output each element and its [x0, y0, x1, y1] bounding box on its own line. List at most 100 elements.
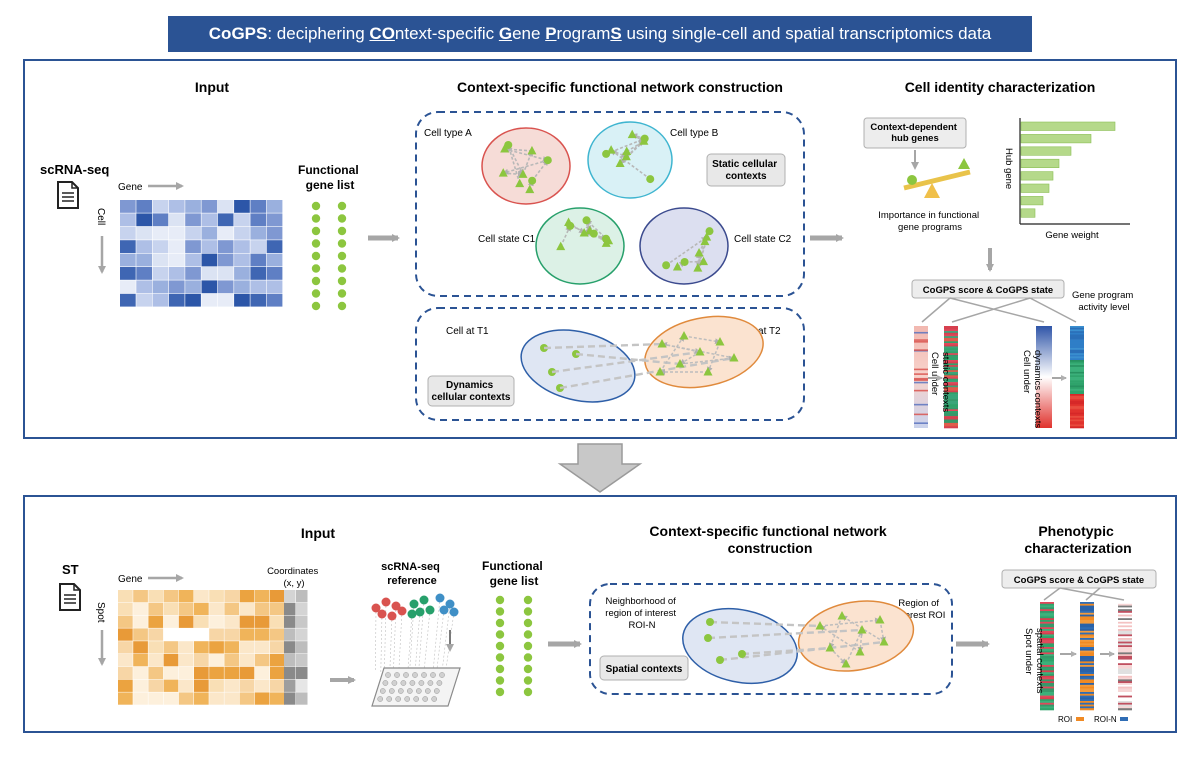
heatmap-cell — [218, 213, 234, 226]
coordinate-cell — [296, 654, 308, 666]
state-stripe — [1040, 622, 1054, 624]
network-node — [716, 656, 724, 664]
hub-gene-bar — [1021, 122, 1115, 131]
roi-legend-label: ROI — [1058, 715, 1072, 724]
state-stripe — [1080, 645, 1094, 647]
heatmap-cell — [169, 227, 185, 240]
state-stripe — [1080, 647, 1094, 649]
static-stripe — [914, 422, 928, 424]
state-stripe — [1040, 705, 1054, 707]
reference-link — [381, 614, 382, 672]
state-stripe — [1080, 638, 1094, 640]
heatmap-cell — [133, 628, 148, 640]
state-stripe — [1080, 708, 1094, 710]
heatmap-cell — [179, 641, 194, 653]
heatmap-cell — [136, 294, 152, 307]
banner-part: CO — [369, 24, 395, 43]
gene-dot — [524, 642, 532, 650]
state-stripe — [1118, 631, 1132, 633]
coordinate-cell — [284, 667, 296, 679]
gene-dot — [312, 214, 320, 222]
reference-link — [375, 608, 376, 672]
heatmap-cell — [218, 200, 234, 213]
static-stripe — [914, 339, 928, 341]
heatmap-cell — [202, 227, 218, 240]
st-gene-axis-label: Gene — [118, 574, 143, 585]
heatmap-cell — [148, 628, 163, 640]
hub-gene-bar — [1021, 196, 1043, 205]
heatmap-cell — [120, 294, 136, 307]
static-stripe — [914, 382, 928, 384]
heatmap-cell — [240, 692, 255, 704]
heatmap-cell — [118, 680, 133, 692]
heatmap-cell — [209, 603, 224, 615]
slide-spot — [434, 688, 439, 693]
state-stripe — [1080, 624, 1094, 626]
reference-label: scRNA-seq reference — [381, 561, 443, 587]
state-stripe — [1080, 661, 1094, 663]
heatmap-cell — [218, 227, 234, 240]
state-stripe — [1040, 706, 1054, 708]
top-input-title: Input — [195, 79, 230, 95]
coordinate-cell — [296, 628, 308, 640]
hub-gene-bar — [1021, 172, 1053, 181]
state-stripe — [1118, 618, 1132, 620]
state-stripe — [1080, 703, 1094, 705]
reference-cell — [436, 594, 445, 603]
gene-dot — [496, 653, 504, 661]
state-stripe — [1080, 706, 1094, 708]
heatmap-cell — [120, 240, 136, 253]
heatmap-cell — [234, 200, 250, 213]
heatmap-cell — [179, 654, 194, 666]
heatmap-cell — [133, 603, 148, 615]
network-node — [583, 216, 591, 224]
slide-spot — [423, 696, 428, 701]
heatmap-cell — [194, 680, 209, 692]
slide-spot — [410, 680, 415, 685]
state-stripe — [1040, 703, 1054, 705]
state-stripe — [1118, 687, 1132, 689]
network-title: Context-specific functional network cons… — [457, 79, 783, 95]
reference-link — [399, 611, 402, 672]
state-stripe — [1080, 602, 1094, 604]
heatmap-cell — [224, 692, 239, 704]
static-stripe — [914, 369, 928, 371]
heatmap-cell — [194, 667, 209, 679]
heatmap-cell — [164, 667, 179, 679]
gene-dot — [496, 607, 504, 615]
heatmap-cell — [120, 280, 136, 293]
spot-under-label: Spot under spatial contexts — [1023, 628, 1045, 694]
gene-dot — [496, 596, 504, 604]
heatmap-cell — [194, 616, 209, 628]
state-stripe — [1040, 701, 1054, 703]
heatmap-cell — [202, 254, 218, 267]
hub-gene-axis-label: Hub gene — [1003, 148, 1014, 189]
state-stripe — [1118, 696, 1132, 698]
heatmap-cell — [234, 294, 250, 307]
reference-cell — [440, 606, 449, 615]
cell-t1-label: Cell at T1 — [446, 326, 489, 337]
spatial-slide-icon — [372, 668, 460, 706]
heatmap-cell — [133, 692, 148, 704]
gene-dot — [524, 676, 532, 684]
state-stripe — [1118, 620, 1132, 622]
state-stripe — [1040, 602, 1054, 604]
heatmap-cell — [234, 280, 250, 293]
heatmap-cell — [250, 227, 266, 240]
network-node — [544, 156, 552, 164]
state-stripe — [1118, 656, 1132, 658]
slide-spot — [432, 696, 437, 701]
heatmap-cell — [240, 603, 255, 615]
heatmap-cell — [218, 240, 234, 253]
state-stripe — [1080, 652, 1094, 654]
st-document-icon — [60, 584, 80, 610]
state-stripe — [1080, 674, 1094, 676]
state-stripe — [1080, 643, 1094, 645]
coordinate-cell — [296, 680, 308, 692]
roin-legend-swatch — [1120, 717, 1128, 721]
static-stripe — [914, 414, 928, 416]
heatmap-cell — [270, 590, 285, 602]
heatmap-cell — [153, 254, 169, 267]
gene-dot — [312, 277, 320, 285]
heatmap-cell — [185, 240, 201, 253]
